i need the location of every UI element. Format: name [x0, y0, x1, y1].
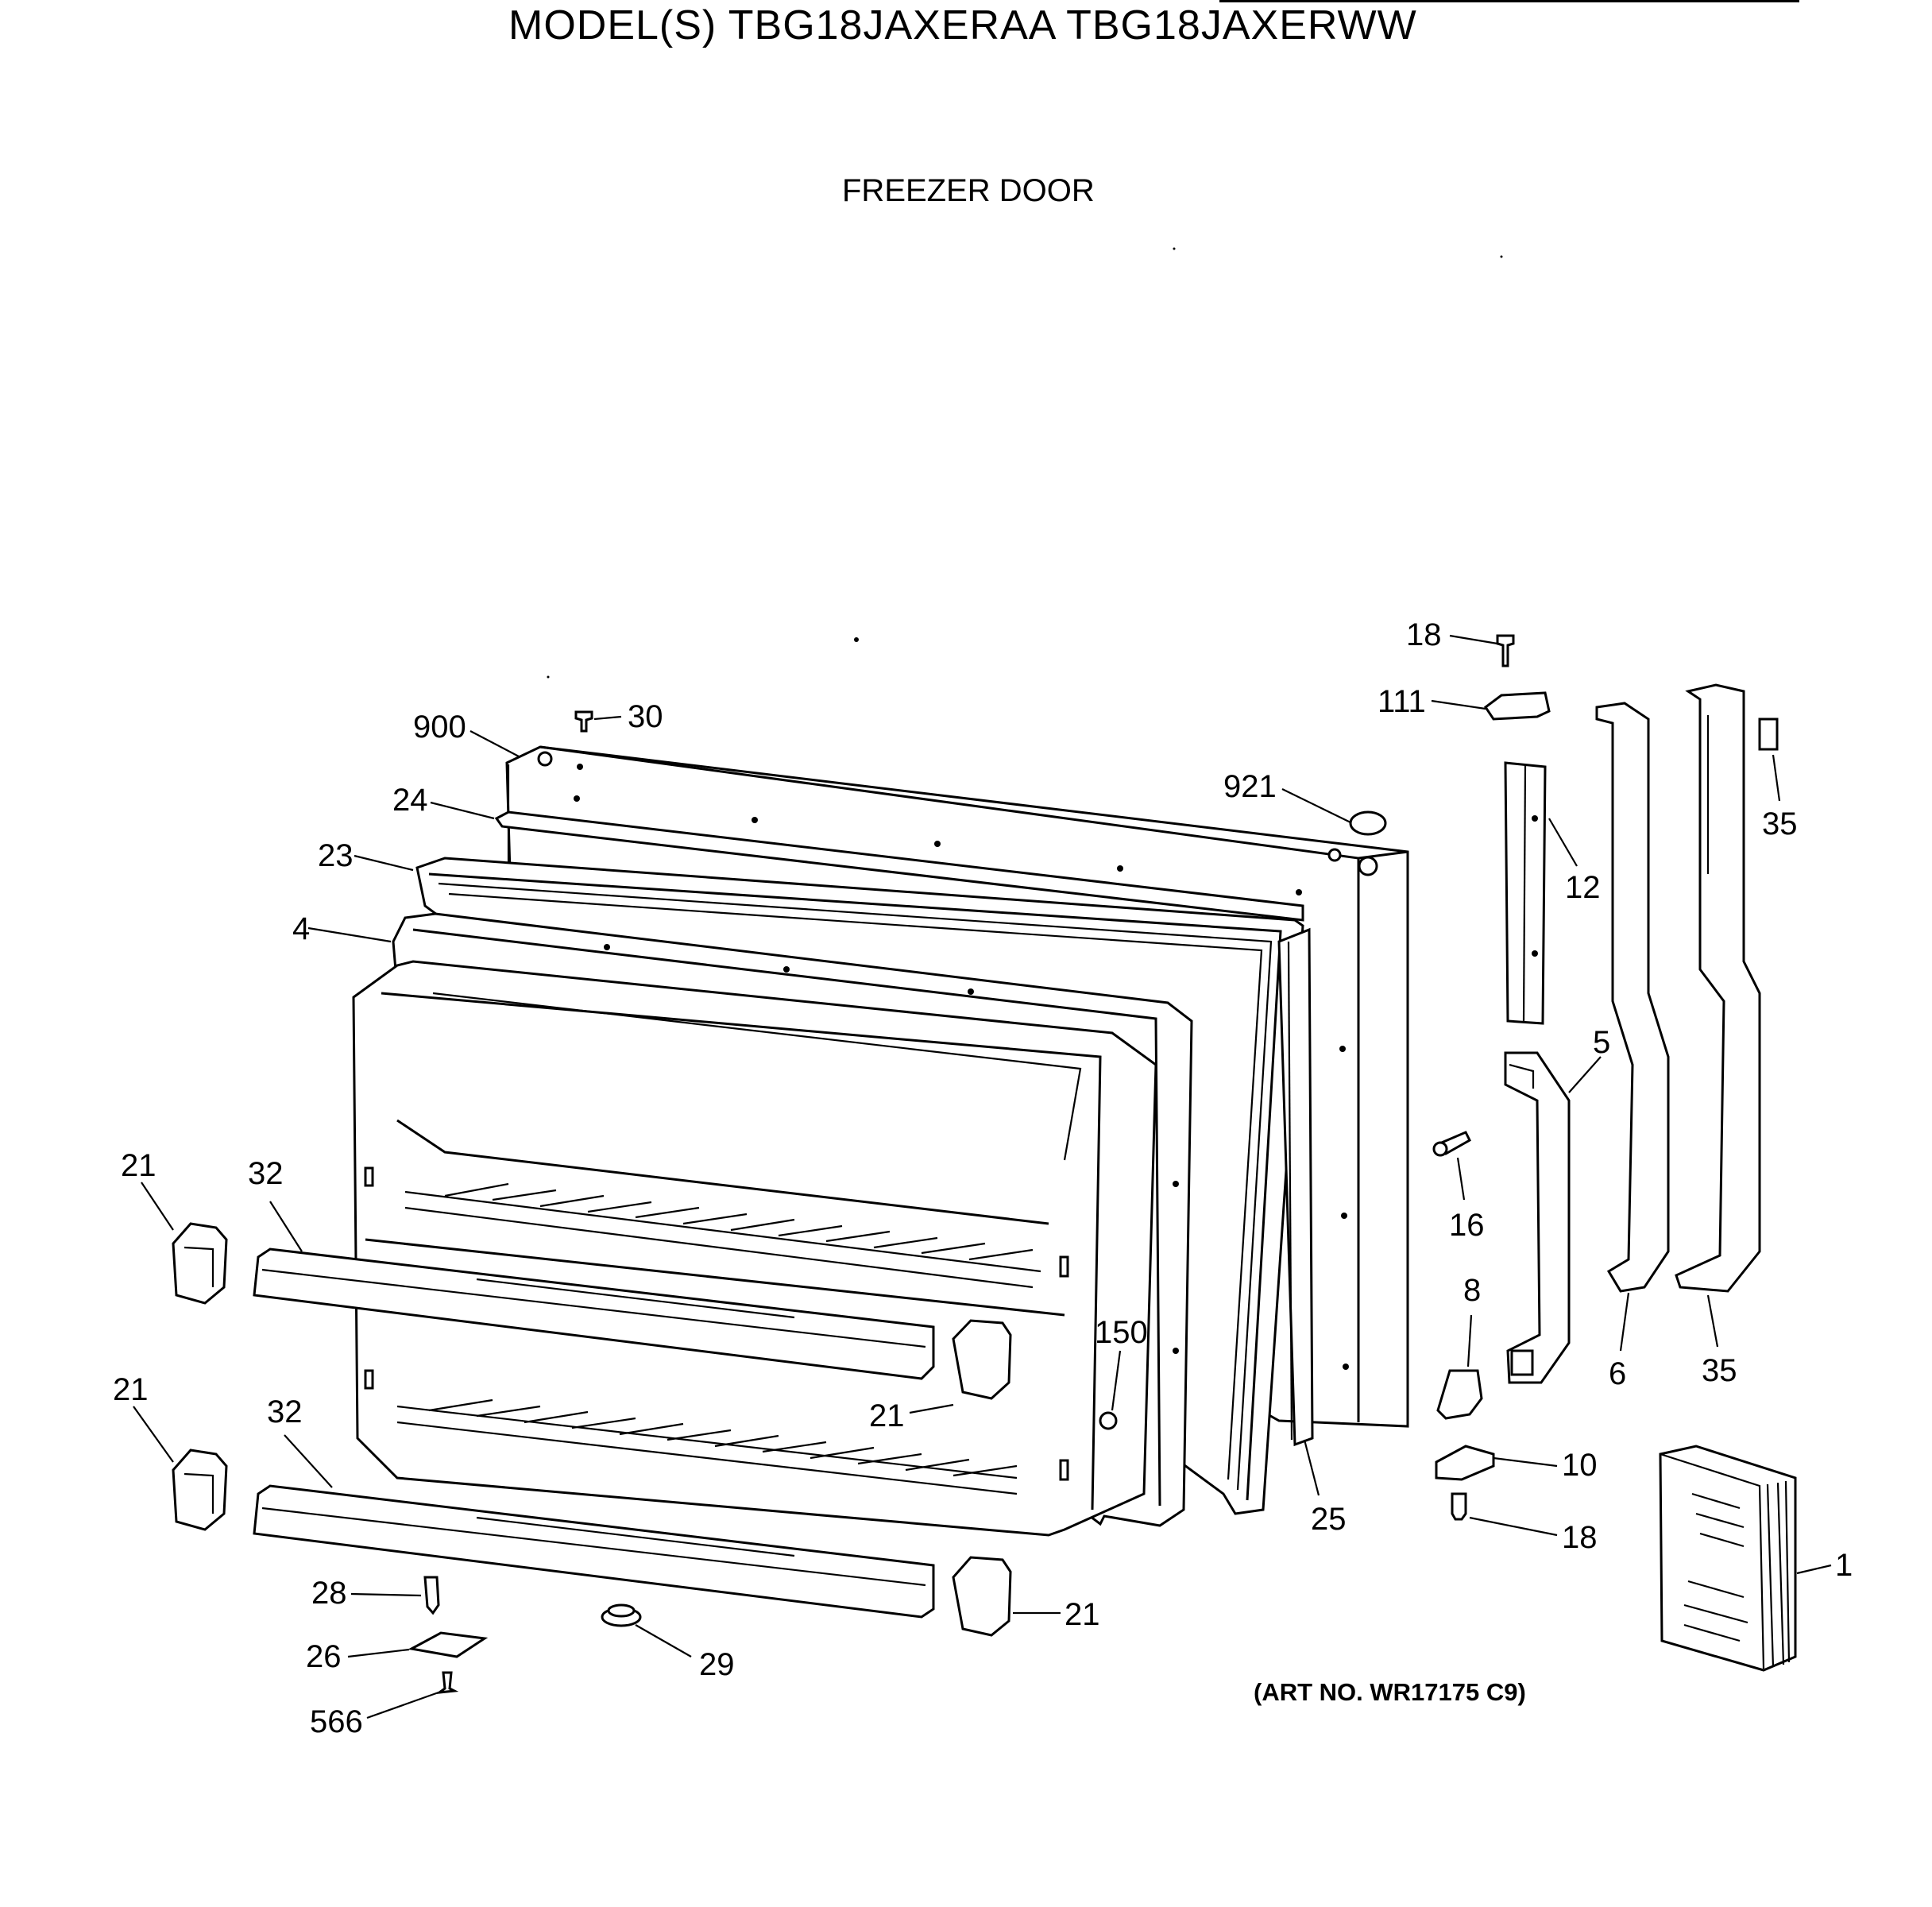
model-title: MODEL(S) TBG18JAXERAA TBG18JAXERWW — [508, 2, 1417, 48]
callout-150: 150 — [1095, 1315, 1148, 1350]
callout-25: 25 — [1311, 1502, 1347, 1537]
side-seal-strip — [1277, 927, 1314, 1447]
callout-4: 4 — [292, 911, 310, 946]
callout-111: 111 — [1378, 684, 1426, 719]
callout-18-top: 18 — [1406, 617, 1442, 652]
door-cap-strip — [494, 810, 1304, 922]
section-title: FREEZER DOOR — [842, 173, 1095, 208]
callout-30: 30 — [628, 699, 663, 734]
callout-21-lower-right: 21 — [1065, 1597, 1100, 1632]
owners-manual — [1659, 1445, 1797, 1672]
callout-26: 26 — [306, 1639, 342, 1674]
small-hardware — [408, 710, 1387, 1695]
inner-door-shelves — [352, 960, 1157, 1537]
scan-speck — [1500, 255, 1503, 258]
scan-speck — [854, 637, 859, 642]
callout-10: 10 — [1562, 1448, 1598, 1483]
callout-566: 566 — [310, 1704, 363, 1739]
hinge-assembly — [1432, 634, 1779, 1521]
callout-24: 24 — [392, 783, 428, 818]
scan-speck — [1173, 247, 1176, 250]
callout-21-upper-left: 21 — [121, 1148, 156, 1183]
header-rule — [1219, 0, 1799, 2]
callout-21-upper-right: 21 — [869, 1398, 905, 1433]
callout-labels: 900 30 24 23 4 921 18 111 12 35 5 16 8 6… — [113, 617, 1853, 1739]
callout-8: 8 — [1463, 1273, 1481, 1308]
callout-921: 921 — [1223, 769, 1277, 804]
callout-32-lower: 32 — [267, 1394, 303, 1429]
leader-lines — [133, 634, 1832, 1719]
callout-900: 900 — [413, 710, 466, 745]
callout-35-top: 35 — [1762, 807, 1798, 841]
callout-23: 23 — [318, 838, 354, 873]
callout-1: 1 — [1835, 1548, 1853, 1583]
shelf-bar-upper — [253, 1247, 935, 1380]
callout-18-bottom: 18 — [1562, 1520, 1598, 1555]
shelf-bar-lower — [253, 1484, 935, 1619]
art-number: (ART NO. WR17175 C9) — [1254, 1678, 1526, 1706]
scan-speck — [547, 675, 550, 679]
callout-12: 12 — [1565, 870, 1601, 905]
callout-29: 29 — [699, 1647, 735, 1682]
callout-32-upper: 32 — [248, 1156, 284, 1191]
callout-28: 28 — [311, 1576, 347, 1611]
callout-6: 6 — [1609, 1356, 1626, 1391]
shelf-end-caps — [172, 1222, 1012, 1637]
callout-16: 16 — [1449, 1208, 1485, 1243]
callout-21-lower-left: 21 — [113, 1372, 149, 1407]
callout-5: 5 — [1593, 1025, 1610, 1060]
callout-35-bottom: 35 — [1702, 1353, 1737, 1388]
